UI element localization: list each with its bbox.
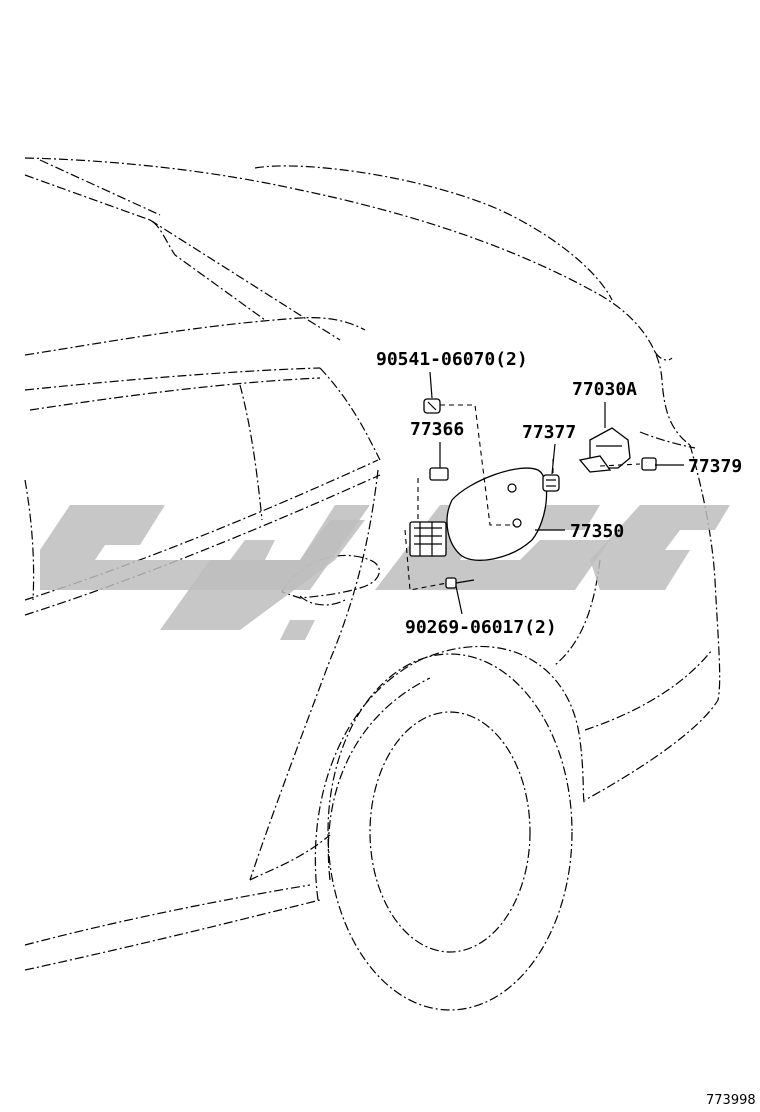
fuel-lid-part <box>446 467 548 561</box>
spring-part <box>542 474 560 492</box>
hinge-part <box>409 467 449 557</box>
label-opener-lock: 77030A <box>572 379 637 400</box>
label-bolt-upper: 90541-06070(2) <box>376 349 528 370</box>
label-screw-lower: 90269-06017(2) <box>405 617 557 638</box>
bolt-upper-part <box>423 398 441 414</box>
rear-wheel <box>327 653 573 1011</box>
leader-lines <box>429 371 684 615</box>
label-clip: 77379 <box>688 456 742 477</box>
clip-part <box>641 457 657 471</box>
watermark-logo <box>40 505 730 640</box>
screw-lower-part <box>445 577 475 589</box>
label-fuel-lid: 77350 <box>570 521 624 542</box>
opener-lock-part <box>578 427 631 473</box>
label-spring: 77377 <box>522 422 576 443</box>
figure-number: 773998 <box>706 1093 756 1108</box>
label-hinge: 77366 <box>410 419 464 440</box>
door-handle <box>281 554 380 606</box>
